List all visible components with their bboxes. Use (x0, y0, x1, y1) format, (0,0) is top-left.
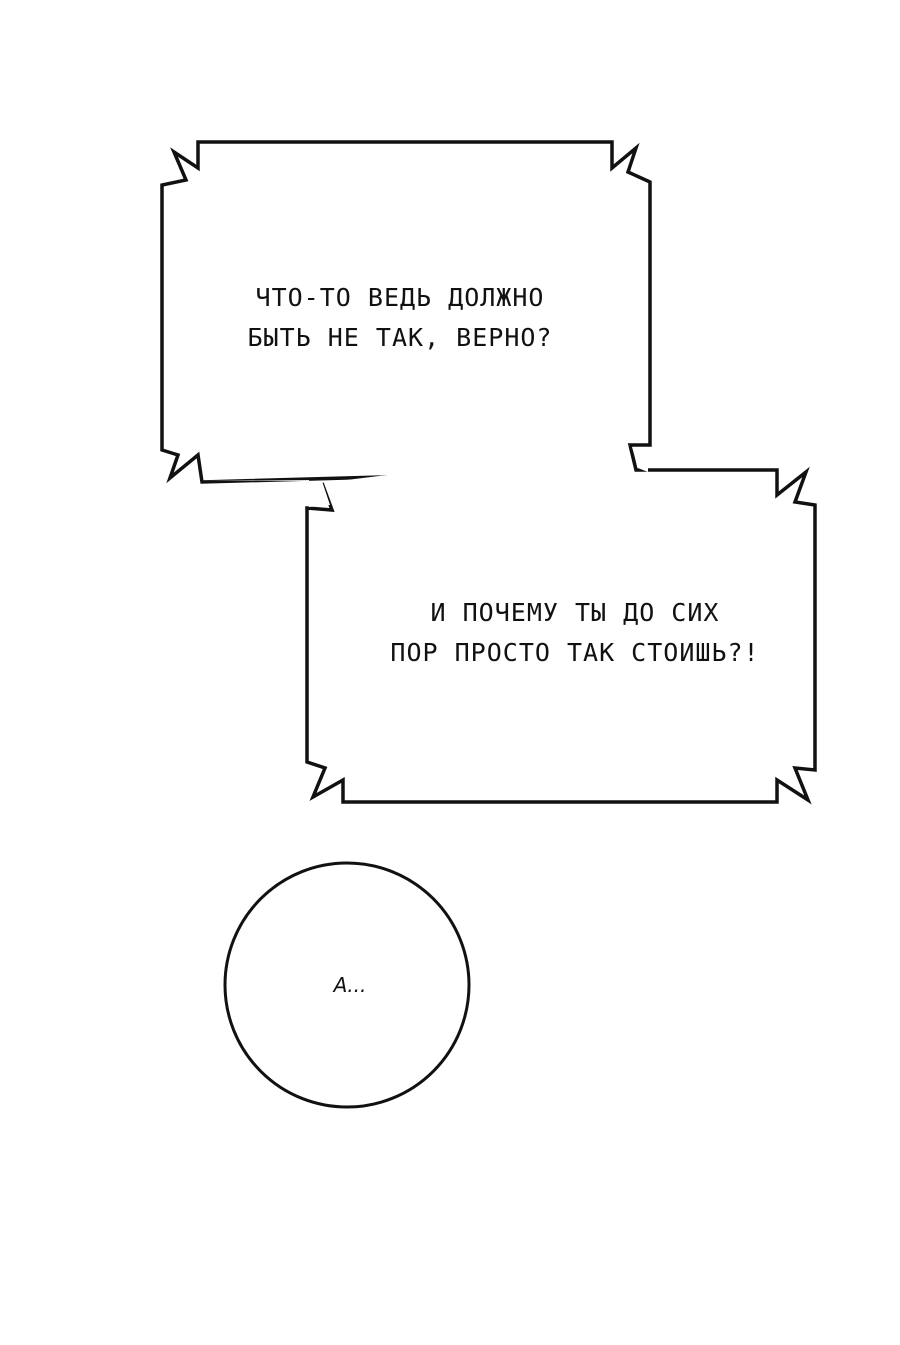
bubble-3-text: А... (300, 970, 400, 1000)
bubble-3-line-1: А... (333, 973, 367, 997)
bubble-1-line-2: БЫТЬ НЕ ТАК, ВЕРНО? (247, 323, 553, 352)
bubble-1-text: ЧТО-ТО ВЕДЬ ДОЛЖНО БЫТЬ НЕ ТАК, ВЕРНО? (200, 278, 600, 358)
bubble-2-line-2: ПОР ПРОСТО ТАК СТОИШЬ?! (390, 638, 760, 667)
round-bubble-outline (223, 861, 471, 1109)
bubble-join (202, 447, 648, 507)
bubble-2-line-1: И ПОЧЕМУ ТЫ ДО СИХ (430, 598, 720, 627)
bubble-2-text: И ПОЧЕМУ ТЫ ДО СИХ ПОР ПРОСТО ТАК СТОИШЬ… (360, 593, 790, 673)
spiky-bubble-2-outline (305, 444, 817, 805)
bubble-1-line-1: ЧТО-ТО ВЕДЬ ДОЛЖНО (255, 283, 545, 312)
spiky-bubble-1-outline (160, 140, 652, 484)
